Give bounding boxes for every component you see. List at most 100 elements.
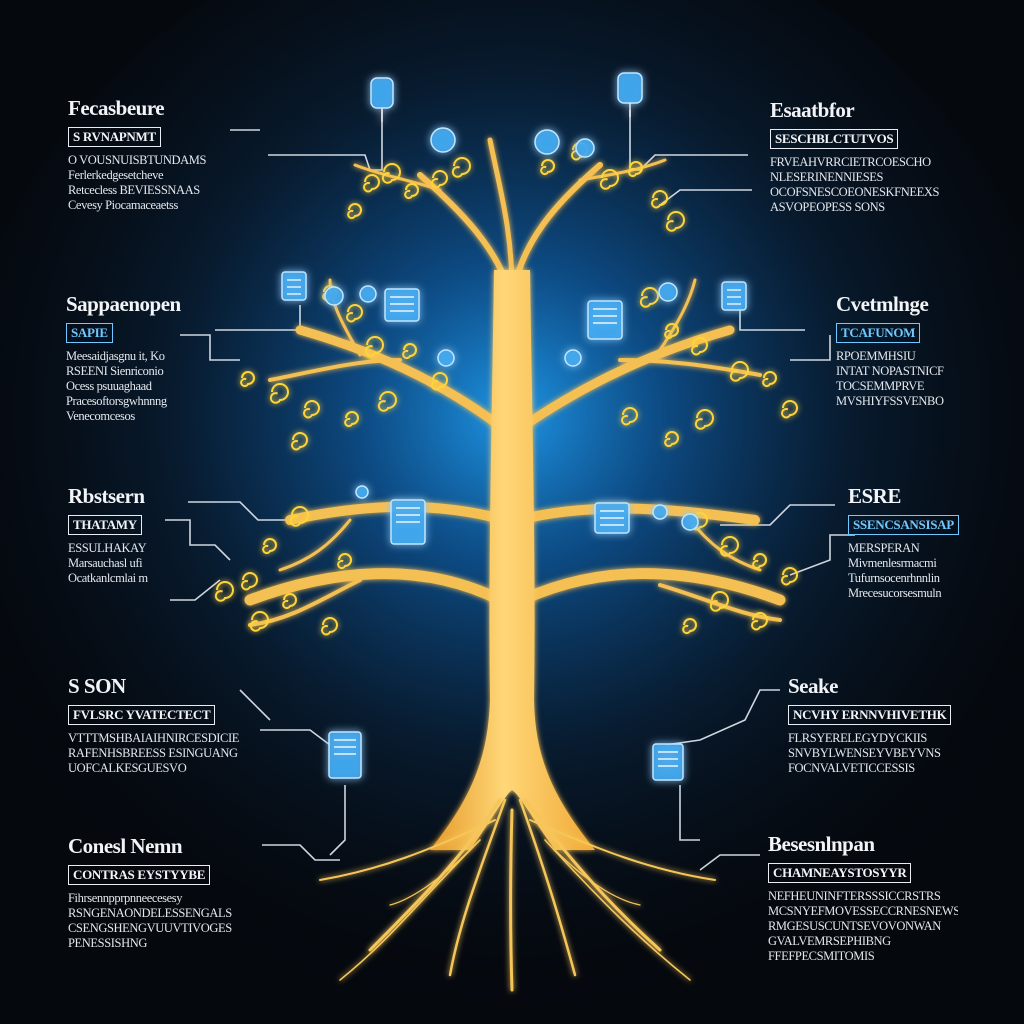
node-icon (575, 138, 595, 158)
label-line: Venecomcesos (66, 409, 135, 423)
label-subtitle: SSENCSANSISAP (848, 515, 959, 535)
label-line: GVALVEMRSEPHIBNG (768, 934, 891, 948)
document-icon (594, 502, 630, 534)
label-line: NEFHEUNINFTERSSSICCRSTRS (768, 889, 941, 903)
connector-line (170, 579, 221, 601)
label-line: TOCSEMMPRVE (836, 379, 925, 393)
label-subtitle: NCVHY ERNNVHIVETHK (788, 705, 952, 725)
label-line: Retcecless BEVIESSNAAS (68, 183, 200, 197)
branch (248, 578, 362, 627)
label-group-bottom-left: Conesl Nemn CONTRAS EYSTYYBE Fihrsennppr… (68, 834, 258, 951)
label-line: INTAT NOPASTNICF (836, 364, 944, 378)
connector-line (739, 308, 805, 331)
branch (268, 358, 402, 382)
root (518, 798, 577, 977)
leaf-icon (664, 431, 679, 448)
connector-line (699, 854, 760, 871)
leaf-icon (291, 432, 308, 451)
label-group-bottom-right: Besesnlnpan CHAMNEAYSTOSYYR NEFHEUNINFTE… (768, 832, 958, 964)
label-title: Sappaenopen (66, 292, 181, 316)
leaf-icon (377, 391, 397, 412)
leaf-icon (762, 371, 777, 388)
node-icon (430, 127, 456, 153)
root (448, 798, 507, 977)
leaf-icon (431, 170, 448, 189)
label-line: Fihrsennpprpnneecesesy (68, 891, 183, 905)
label-title: Seake (788, 674, 839, 698)
label-line: Pracesoftorsgwhnnng (66, 394, 167, 408)
label-title: S SON (68, 674, 126, 698)
leaf-icon (682, 618, 697, 635)
leaf-icon (241, 572, 258, 591)
label-line: Meesaidjasgnu it, Ko (66, 349, 165, 363)
document-icon (390, 499, 426, 545)
lightbulb-icon (370, 77, 394, 122)
branch (244, 568, 506, 606)
label-group-top-right: Esaatbfor SESCHBLCTUTVOS FRVEAHVRRCIETRC… (770, 98, 960, 215)
leaf-icon (628, 161, 643, 178)
label-line: Mivmenlesrmacmi (848, 556, 937, 570)
label-title: Fecasbeure (68, 96, 165, 120)
root (368, 798, 502, 952)
label-line: MERSPERAN (848, 541, 920, 555)
leaf-icon (729, 361, 749, 382)
label-line: CSENGSHENGVUUVTIVOGES (68, 921, 232, 935)
tree-leaves (214, 142, 798, 636)
label-line: MCSNYEFMOVESSECCRNESNEWS (768, 904, 958, 918)
label-line: RSEENI Sienriconio (66, 364, 164, 378)
leaf-icon (282, 593, 297, 610)
label-subtitle: CHAMNEAYSTOSYYR (768, 863, 912, 883)
tree-trunk (430, 270, 595, 850)
root (319, 819, 496, 881)
label-line: FLRSYERELEGYDYCKIIS (788, 731, 927, 745)
node-icon (324, 286, 344, 306)
connector-line (679, 785, 700, 841)
label-line: Tufurnsocenrhnnlin (848, 571, 940, 585)
leaf-icon (621, 407, 638, 426)
leaf-icon (346, 304, 363, 323)
leaf-icon (751, 612, 768, 631)
label-line: VTTTMSHBAIAIHNIRCESDICIE (68, 731, 239, 745)
tree-roots (319, 798, 716, 992)
connector-line (664, 689, 780, 746)
label-line: PENESSISHNG (68, 936, 147, 950)
branch (618, 358, 762, 377)
leaf-icon (665, 211, 685, 232)
document-icon (384, 288, 420, 322)
leaf-icon (719, 536, 739, 557)
label-group-lower-right: Seake NCVHY ERNNVHIVETHK FLRSYERELEGYDYC… (788, 674, 978, 776)
label-line: O VOUSNUISBTUNDAMS (68, 153, 207, 167)
connector-line (790, 335, 831, 361)
leaf-icon (694, 409, 714, 430)
leaf-icon (402, 343, 417, 360)
label-group-top-left: Fecasbeure S RVNAPNMT O VOUSNUISBTUNDAMS… (68, 96, 258, 213)
label-group-upper-left: Sappaenopen SAPIE Meesaidjasgnu it, Ko R… (66, 292, 256, 424)
branch (353, 163, 442, 192)
node-icon (658, 282, 678, 302)
connector-line (239, 689, 271, 721)
branch (578, 158, 667, 182)
leaf-icon (691, 337, 708, 356)
leaf-icon (289, 506, 309, 527)
leaf-icon (664, 323, 679, 340)
label-line: FRVEAHVRRCIETRCOESCHO (770, 155, 931, 169)
branch (513, 503, 760, 525)
label-title: Conesl Nemn (68, 834, 183, 858)
root (554, 849, 641, 906)
leaf-icon (303, 400, 320, 419)
document-icon (281, 271, 307, 301)
label-line: RPOEMMHSIU (836, 349, 916, 363)
tree-branches (244, 137, 786, 627)
leaf-icon (364, 336, 384, 357)
connector-line (188, 501, 300, 521)
leaf-icon (214, 581, 234, 602)
leaf-icon (451, 157, 471, 178)
label-line: ESSULHAKAY (68, 541, 147, 555)
connector-line (720, 504, 835, 526)
leaf-icon (363, 174, 380, 193)
label-line: Marsauchasl ufi (68, 556, 143, 570)
label-line: OCOFSNESCOEONESKFNEEXS (770, 185, 940, 199)
connector-line (262, 844, 340, 861)
root (509, 808, 514, 992)
